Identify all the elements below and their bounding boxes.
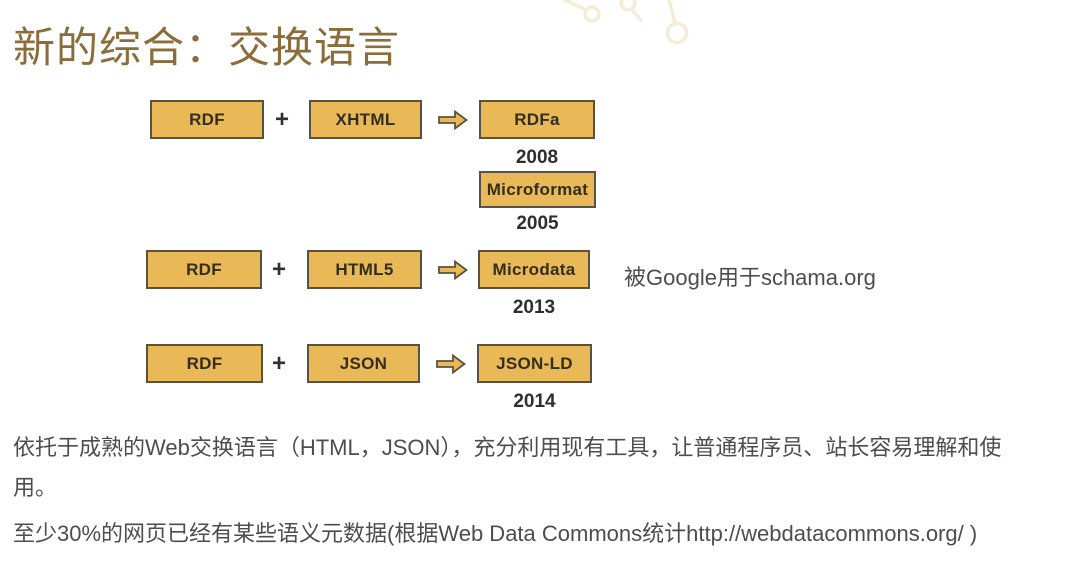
plus-sign-row1: + bbox=[274, 106, 289, 133]
box-rdfa: RDFa bbox=[479, 100, 595, 139]
box-rdf-row1: RDF bbox=[150, 100, 264, 139]
box-rdf-row3: RDF bbox=[146, 344, 263, 383]
year-label-microdata: 2013 bbox=[512, 297, 556, 318]
paragraph-webdatacommons-stat: 至少30%的网页已经有某些语义元数据(根据Web Data Commons统计h… bbox=[13, 521, 978, 546]
block-arrow-right-icon bbox=[438, 110, 468, 130]
box-microformat: Microformat bbox=[479, 171, 596, 208]
box-html5: HTML5 bbox=[307, 250, 422, 289]
block-arrow-right-icon bbox=[438, 260, 468, 280]
box-xhtml: XHTML bbox=[309, 100, 422, 139]
year-label-jsonld: 2014 bbox=[513, 391, 556, 412]
box-microdata: Microdata bbox=[478, 250, 590, 289]
network-ornament-icon bbox=[561, 0, 689, 45]
google-usage-note: 被Google用于schama.org bbox=[624, 265, 876, 290]
year-label-rdfa: 2008 bbox=[515, 147, 559, 168]
plus-sign-row3: + bbox=[271, 350, 286, 377]
box-jsonld: JSON-LD bbox=[477, 344, 592, 383]
slide-title: 新的综合：交换语言 bbox=[13, 24, 401, 71]
paragraph-web-languages: 依托于成熟的Web交换语言（HTML，JSON），充分利用现有工具，让普通程序员… bbox=[13, 435, 1002, 500]
plus-sign-row2: + bbox=[271, 256, 286, 283]
box-rdf-row2: RDF bbox=[146, 250, 262, 289]
year-label-microformat: 2005 bbox=[516, 213, 559, 234]
block-arrow-right-icon bbox=[436, 354, 466, 374]
box-json: JSON bbox=[307, 344, 420, 383]
